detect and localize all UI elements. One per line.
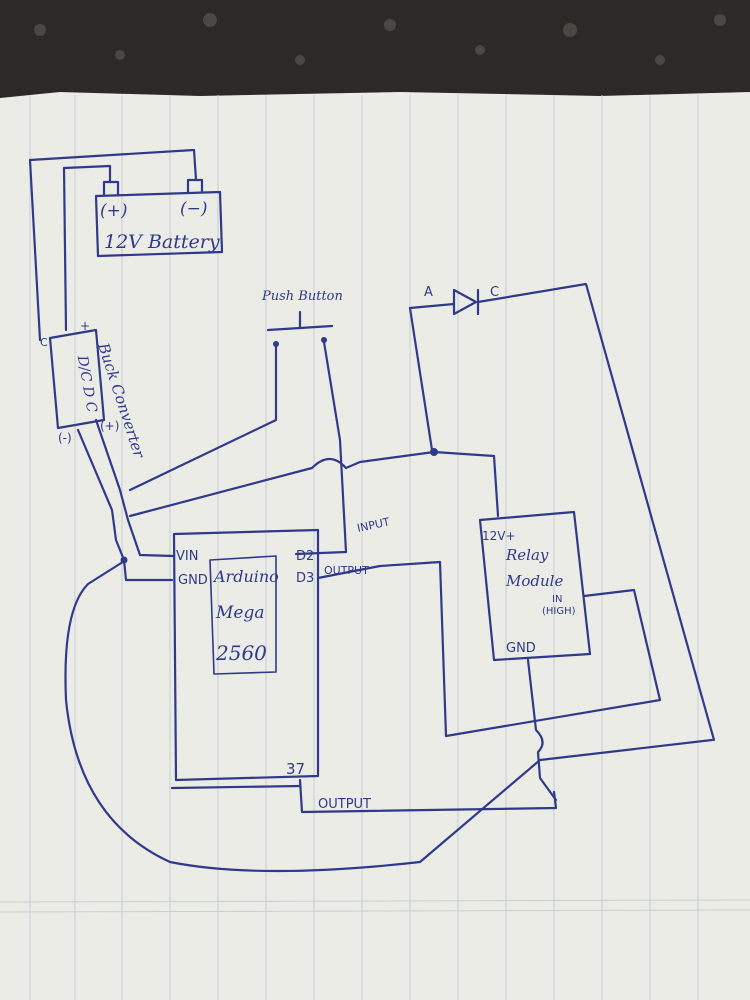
buck-output-wires: [76, 418, 176, 582]
diode-anode-label: A: [424, 285, 433, 300]
pin37-output-label: OUTPUT: [318, 797, 371, 812]
12v-rail: [128, 448, 500, 518]
d3-output-wire: OUTPUT: [316, 560, 662, 738]
countertop-speckles: [34, 13, 726, 65]
arduino-gnd-label: GND: [178, 573, 208, 588]
battery-label: 12V Battery: [104, 231, 220, 253]
relay-name-line2: Module: [505, 572, 563, 590]
buck-minus-label: (-): [58, 431, 72, 445]
relay-gnd-label: GND: [506, 641, 536, 656]
battery-plus-label: (+): [100, 201, 128, 221]
push-button-label: Push Button: [261, 289, 343, 304]
arduino-vin-label: VIN: [176, 549, 198, 564]
pin37-output-wire: OUTPUT: [170, 778, 558, 814]
buck-plus-label: +: [80, 319, 90, 333]
battery-wires: [28, 148, 198, 342]
arduino-name-line3: 2560: [215, 641, 267, 665]
battery-minus-label: (−): [180, 199, 208, 219]
diode: A C: [408, 282, 716, 742]
arduino-d3-label: D3: [296, 571, 314, 586]
arduino-name-line1: Arduino: [212, 567, 279, 586]
relay-12v-label: 12V+: [482, 529, 516, 543]
relay-in-label: IN: [552, 594, 562, 605]
ground-loop: [64, 556, 714, 873]
buck-plus2-label: (+): [100, 419, 119, 433]
notebook-paper: [0, 92, 750, 1000]
buck-c-label: C: [40, 336, 48, 349]
relay-name-line1: Relay: [505, 546, 549, 564]
arduino-mega: VIN GND Arduino Mega 2560 D2 D3 37: [172, 528, 320, 782]
push-button: Push Button: [128, 289, 348, 556]
battery: (+) (−) 12V Battery: [94, 178, 224, 258]
diode-cathode-label: C: [490, 285, 499, 300]
arduino-name-line2: Mega: [215, 603, 265, 623]
relay-module: 12V+ Relay Module IN (HIGH) GND: [478, 510, 592, 802]
relay-high-label: (HIGH): [542, 606, 576, 617]
arduino-pin37-label: 37: [286, 760, 305, 778]
arduino-d2-label: D2: [296, 549, 314, 564]
